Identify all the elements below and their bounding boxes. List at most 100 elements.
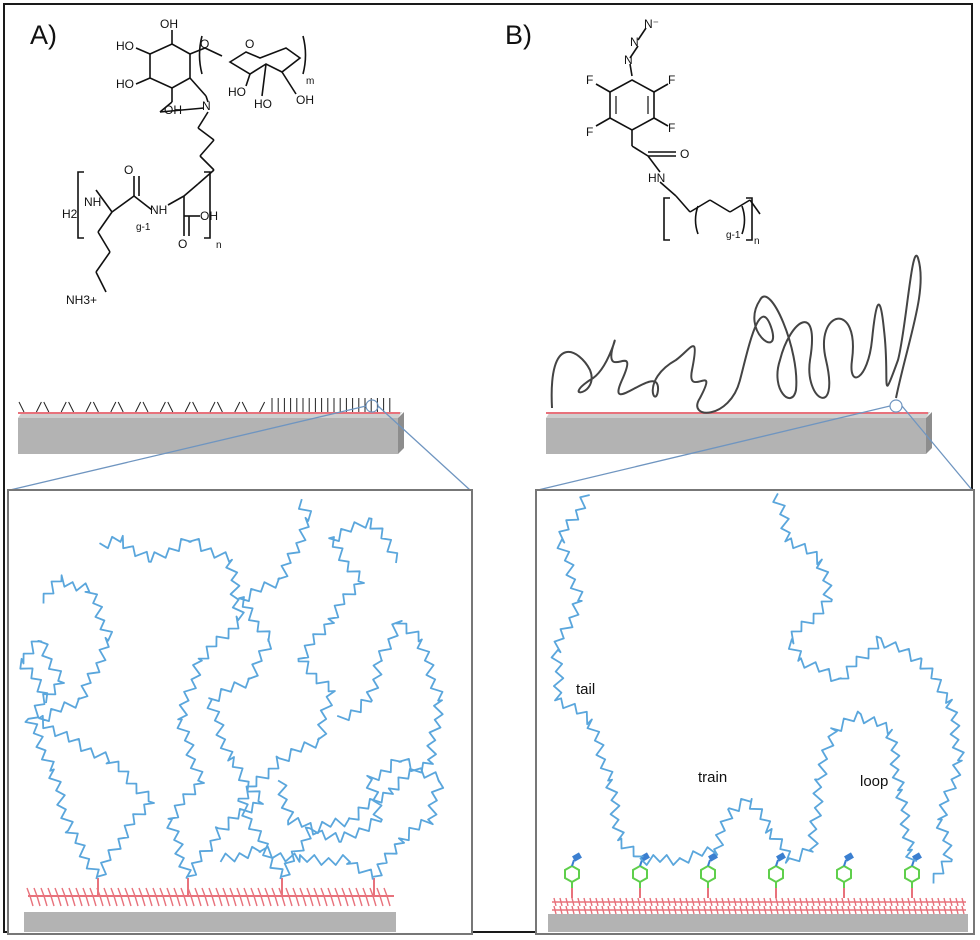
anchor-tooth [138, 887, 143, 897]
anchor-tooth [721, 897, 725, 907]
brush-strand [110, 401, 117, 413]
label-o-ring: O [245, 37, 254, 51]
anchor-tooth [835, 905, 839, 915]
anchor-tooth [961, 905, 965, 915]
anchor-tooth [68, 887, 73, 897]
anchor-tooth [553, 897, 557, 907]
label-h2: H2 [62, 207, 78, 221]
anchor-tooth [715, 897, 719, 907]
anchor-tooth [949, 897, 953, 907]
linker-azide-head [708, 852, 718, 862]
anchor-tooth [92, 895, 97, 907]
brush-strand [92, 401, 99, 413]
anchor-tooth [215, 887, 220, 897]
anchor-tooth [811, 905, 815, 915]
panel-a-substrate [18, 398, 404, 454]
anchor-tooth [61, 887, 66, 897]
anchor-tooth [85, 895, 90, 907]
label-nh-1: NH [84, 195, 101, 209]
anchor-tooth [82, 887, 87, 897]
linker-neck [843, 859, 847, 867]
polymer-chain [280, 620, 444, 878]
anchor-tooth [553, 905, 557, 915]
zoom-circle-b [889, 399, 903, 413]
anchor-tooth [295, 895, 300, 907]
anchor-tooth [907, 905, 911, 915]
anchor-tooth [955, 905, 959, 915]
polymer-chain-tail [550, 494, 644, 858]
anchor-tooth [341, 887, 346, 897]
anchor-tooth [243, 887, 248, 897]
anchor-tooth [260, 895, 265, 907]
zoom-box-b [535, 489, 975, 935]
anchor-tooth [26, 887, 31, 897]
panel-b-structure-labels: N⁻ N N F F F F O HN g-1 n [586, 17, 760, 247]
linker-neck [775, 859, 779, 867]
anchor-tooth [334, 887, 339, 897]
anchor-tooth [931, 905, 935, 915]
anchor-tooth [847, 905, 851, 915]
anchor-tooth [379, 895, 384, 907]
anchor-tooth [919, 897, 923, 907]
anchor-tooth [267, 895, 272, 907]
anchor-tooth [148, 895, 153, 907]
panel-b-substrate [546, 254, 932, 454]
brush-strand [167, 401, 174, 413]
label-g-1-b: g-1 [726, 230, 741, 241]
anchor-tooth [667, 897, 671, 907]
anchor-tooth [47, 887, 52, 897]
anchor-tooth [883, 897, 887, 907]
polymer-chain [237, 517, 399, 880]
anchor-tooth [865, 905, 869, 915]
anchor-tooth [811, 897, 815, 907]
brush-strand [216, 401, 223, 413]
brush-strand [241, 401, 248, 413]
anchor-tooth [703, 905, 707, 915]
anchor-tooth [33, 887, 38, 897]
anchor-tooth [162, 895, 167, 907]
anchor-tooth [691, 905, 695, 915]
brush-strand [192, 401, 199, 413]
anchor-tooth [643, 905, 647, 915]
anchor-tooth [565, 897, 569, 907]
anchor-tooth [901, 897, 905, 907]
anchor-tooth [895, 905, 899, 915]
zoom-lines [9, 405, 973, 491]
anchor-tooth [691, 897, 695, 907]
anchor-tooth [571, 905, 575, 915]
label-ho-1: HO [116, 39, 134, 53]
anchor-tooth [236, 887, 241, 897]
anchor-tooth [362, 887, 367, 897]
anchor-tooth [120, 895, 125, 907]
polymer-chain [19, 640, 100, 880]
anchor-tooth [253, 895, 258, 907]
anchor-tooth [913, 905, 917, 915]
anchor-tooth [71, 895, 76, 907]
anchor-tooth [763, 897, 767, 907]
anchor-tooth [781, 905, 785, 915]
anchor-tooth [99, 895, 104, 907]
label-f-4: F [586, 125, 593, 139]
anchor-tooth [847, 897, 851, 907]
anchor-tooth [257, 887, 262, 897]
anchor-tooth [685, 897, 689, 907]
anchor-tooth [211, 895, 216, 907]
anchor-tooth [309, 895, 314, 907]
anchor-tooth [124, 887, 129, 897]
anchor-tooth [955, 897, 959, 907]
anchor-tooth [787, 905, 791, 915]
anchor-tooth [57, 895, 62, 907]
anchor-tooth [155, 895, 160, 907]
anchor-tooth [949, 905, 953, 915]
anchor-tooth [306, 887, 311, 897]
anchor-tooth [176, 895, 181, 907]
anchor-tooth [673, 905, 677, 915]
anchor-tooth [823, 905, 827, 915]
anchor-tooth [330, 895, 335, 907]
label-o-amide: O [680, 147, 689, 161]
anchor-tooth [54, 887, 59, 897]
label-o-carbonyl: O [124, 163, 133, 177]
anchor-tooth [583, 905, 587, 915]
anchor-tooth [745, 897, 749, 907]
